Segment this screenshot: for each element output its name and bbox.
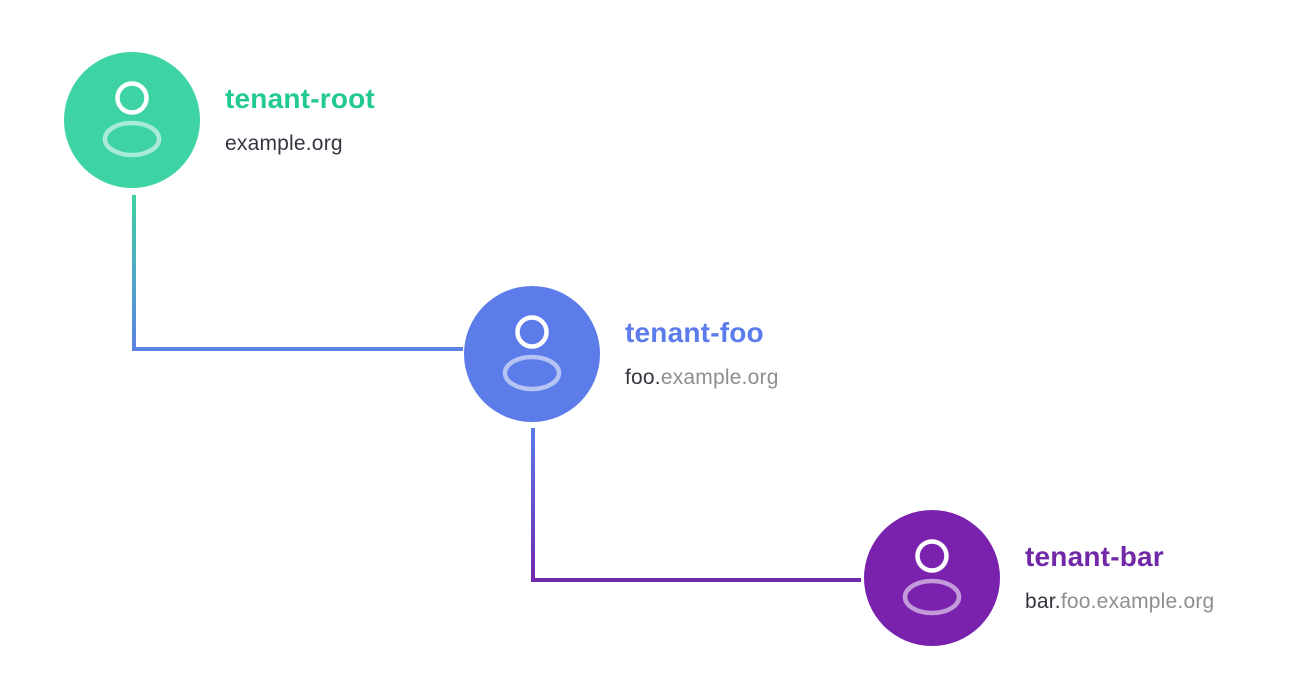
- tenant-name: tenant-bar: [1025, 541, 1164, 572]
- tenant-domain: bar.foo.example.org: [1025, 591, 1214, 613]
- tenant-name: tenant-foo: [625, 317, 764, 348]
- connector-foo-to-bar: [531, 428, 861, 582]
- domain-strong: foo.: [625, 366, 661, 389]
- tenant-foo-avatar: [464, 286, 600, 422]
- tenant-bar-avatar: [864, 510, 1000, 646]
- tenant-domain: example.org: [225, 133, 375, 155]
- tenant-root-avatar: [64, 52, 200, 188]
- tenant-name: tenant-root: [225, 83, 375, 114]
- domain-muted: example.org: [660, 366, 779, 389]
- person-icon: [102, 81, 162, 158]
- node-tenant-bar: tenant-bar bar.foo.example.org: [864, 510, 1214, 646]
- person-icon: [902, 539, 962, 616]
- node-label: tenant-foo foo.example.org: [625, 318, 779, 389]
- domain-strong: bar.: [1025, 590, 1061, 613]
- node-tenant-foo: tenant-foo foo.example.org: [464, 286, 778, 422]
- tenant-domain: foo.example.org: [625, 367, 779, 389]
- person-icon: [502, 315, 562, 392]
- node-tenant-root: tenant-root example.org: [64, 52, 375, 188]
- node-label: tenant-root example.org: [225, 84, 375, 155]
- node-label: tenant-bar bar.foo.example.org: [1025, 542, 1214, 613]
- domain-strong: example.org: [225, 132, 343, 155]
- domain-muted: foo.example.org: [1060, 590, 1215, 613]
- connector-root-to-foo: [132, 195, 463, 351]
